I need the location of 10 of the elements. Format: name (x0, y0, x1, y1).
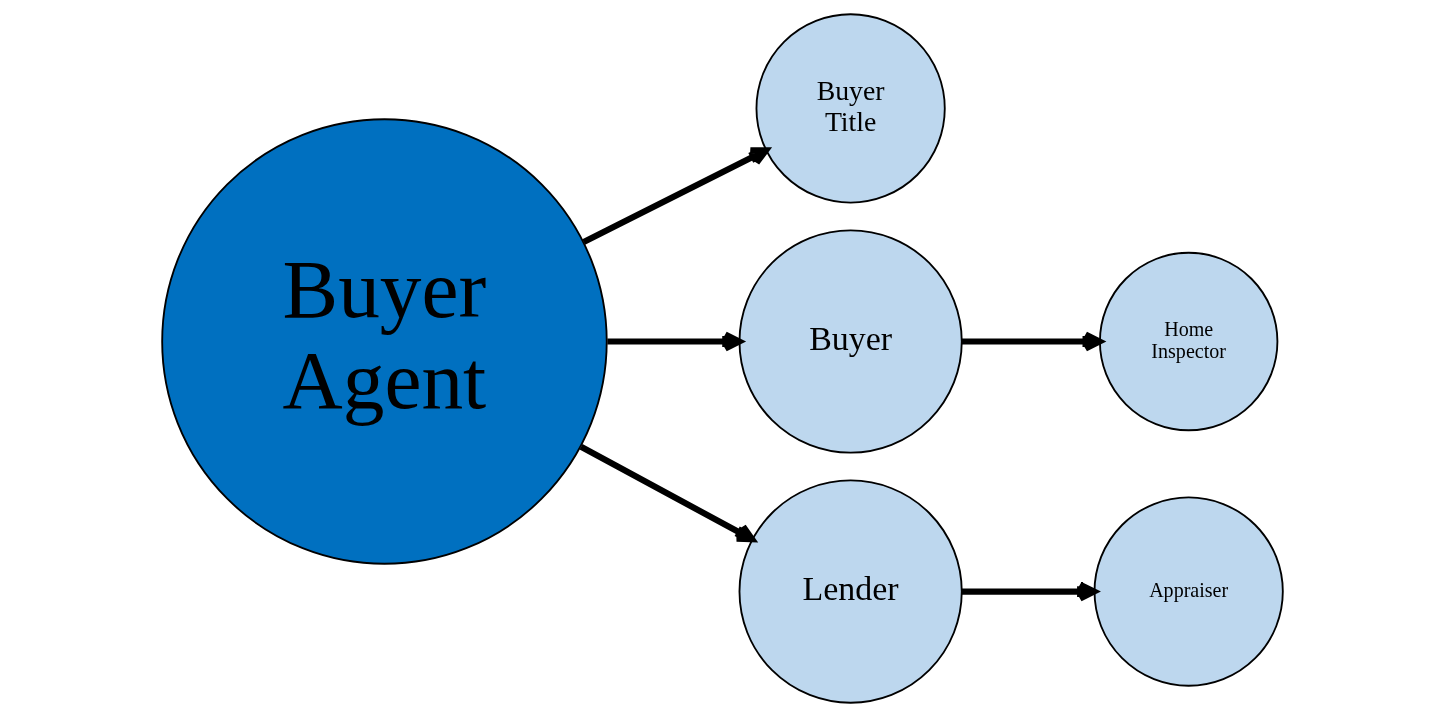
node-circle: Appraiser (1093, 496, 1284, 687)
arrow (582, 147, 770, 245)
node-circle: Buyer Agent (161, 118, 608, 565)
arrow (961, 581, 1098, 602)
node-circle: Home Inspector (1099, 251, 1279, 432)
arrow (579, 444, 756, 543)
node-circle: Buyer (738, 229, 963, 454)
node-circle: Lender (738, 479, 963, 704)
node-circle: Buyer Title (755, 13, 946, 204)
arrow (607, 331, 743, 352)
